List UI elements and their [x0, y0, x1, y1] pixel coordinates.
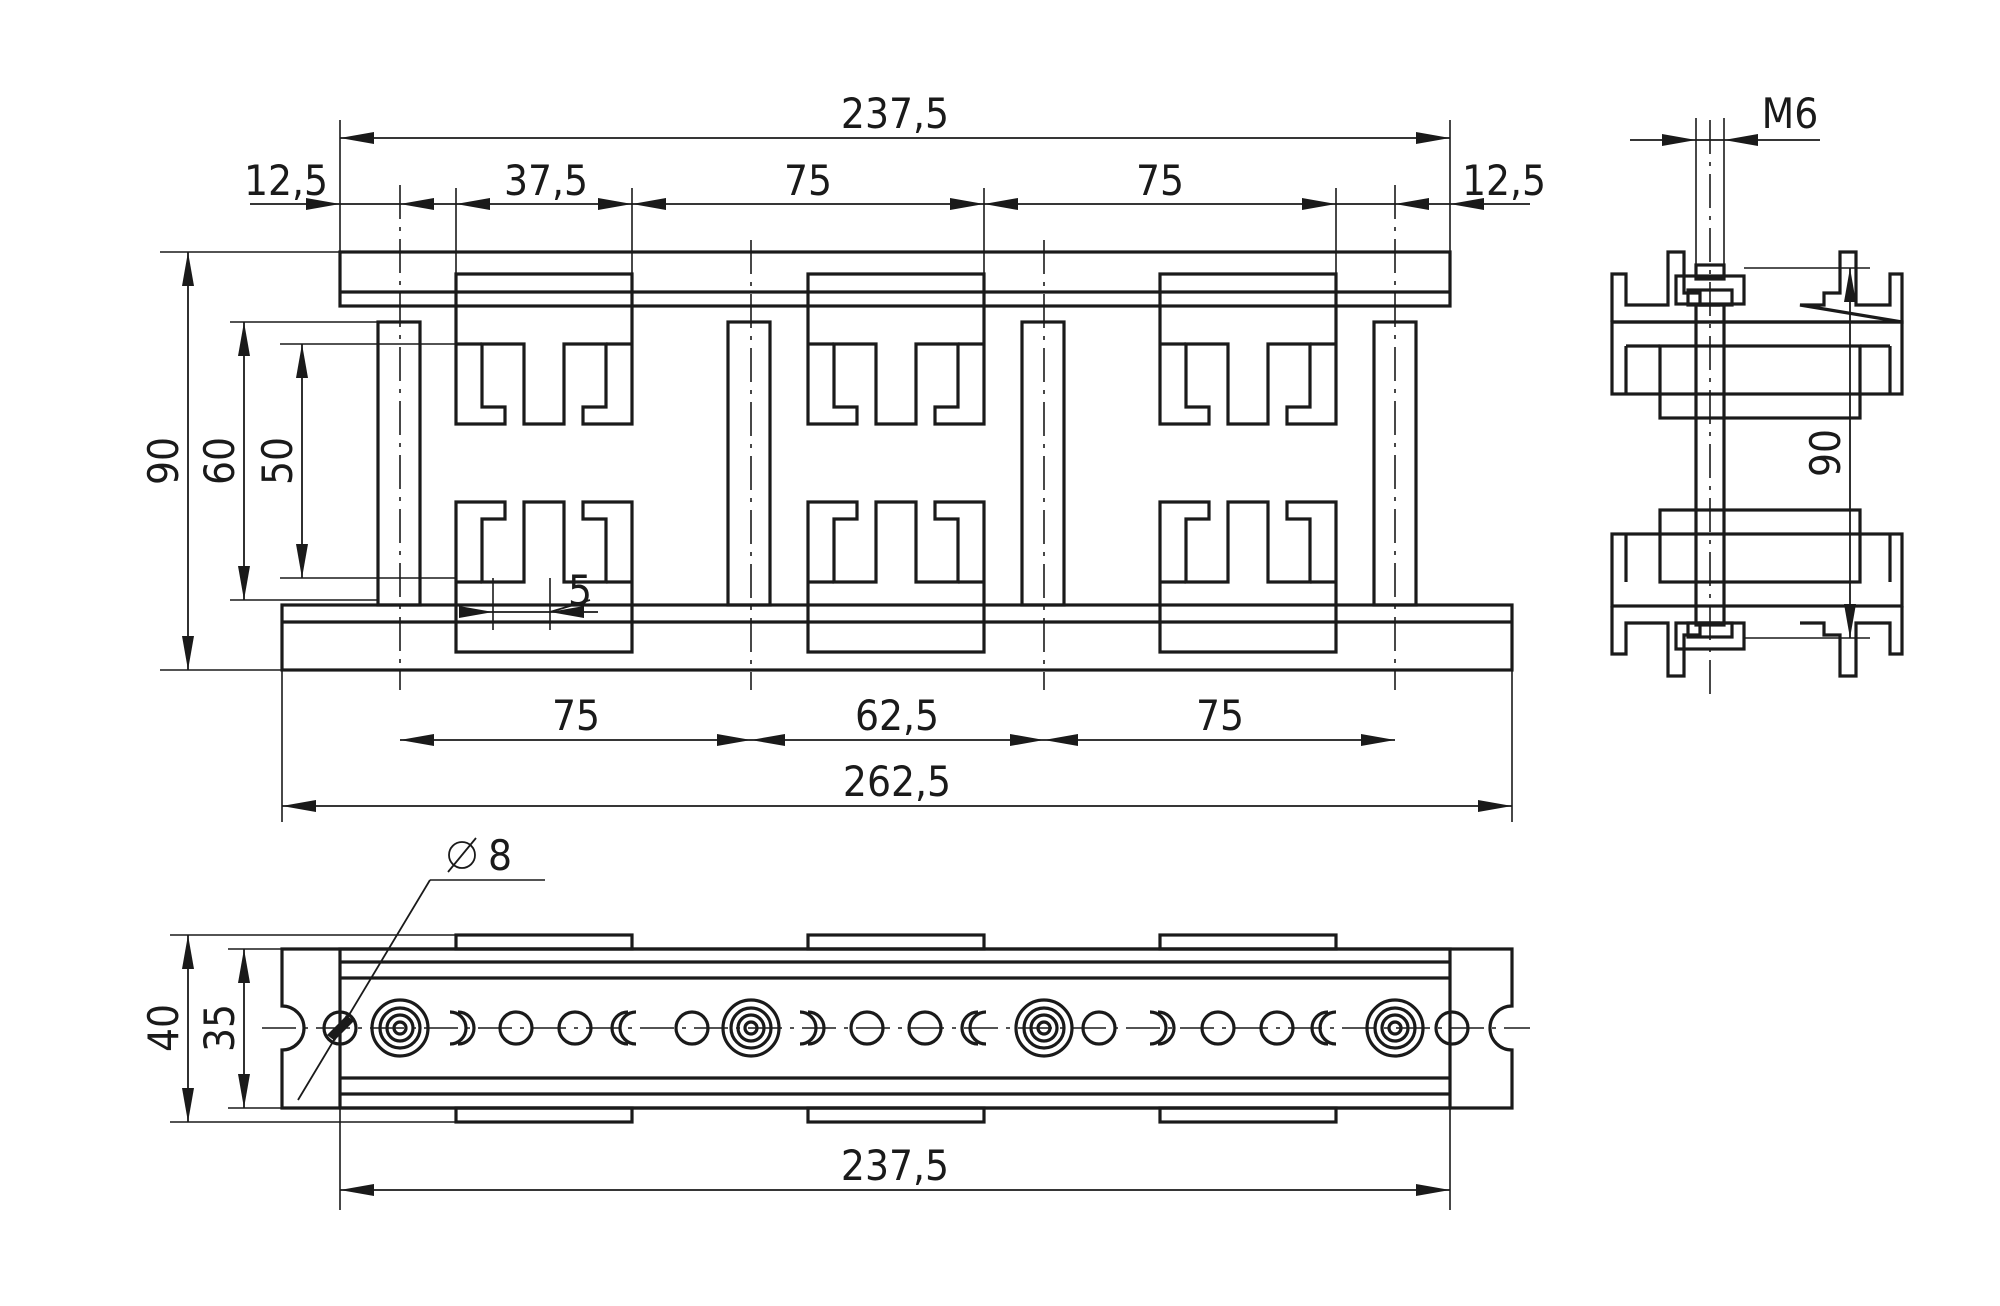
dim-pitch-2: 75	[1136, 156, 1184, 205]
front-dimensions: 237,5 12,5 37,5 75 75 12,5 90 60 50	[139, 89, 1546, 822]
dim-edge-right: 12,5	[1462, 156, 1546, 205]
bolts	[370, 998, 1425, 1058]
dim-overall-top: 237,5	[841, 89, 949, 138]
dim-bottom-1: 75	[552, 691, 600, 740]
dim-height-35: 35	[195, 1004, 244, 1052]
dim-bottom-3: 75	[1196, 691, 1244, 740]
dim-thread: M6	[1762, 89, 1819, 138]
dim-height-40: 40	[139, 1004, 188, 1052]
dim-height-50: 50	[253, 437, 302, 485]
dim-overall-bottom: 262,5	[843, 757, 951, 806]
dim-hole-diameter: 8	[488, 831, 512, 880]
dim-height-60: 60	[195, 437, 244, 485]
dim-top-view-overall: 237,5	[841, 1141, 949, 1190]
dim-slot: 5	[568, 566, 592, 615]
side-view	[1610, 120, 1904, 700]
dim-block-width: 37,5	[504, 156, 588, 205]
dim-pitch-1: 75	[784, 156, 832, 205]
dim-bottom-2: 62,5	[855, 691, 939, 740]
holes	[322, 1010, 1470, 1046]
dim-height-total: 90	[139, 437, 188, 485]
rods	[376, 320, 1418, 607]
side-dimensions: M6 90	[1630, 89, 1870, 639]
dim-edge-left: 12,5	[244, 156, 328, 205]
dim-side-height: 90	[1801, 429, 1850, 477]
front-center-lines	[399, 185, 1396, 690]
upper-spacer-blocks	[454, 272, 1338, 426]
front-view	[280, 185, 1514, 690]
top-view	[262, 933, 1530, 1124]
top-view-dimensions: 8 40 35 237,5	[139, 831, 1451, 1210]
